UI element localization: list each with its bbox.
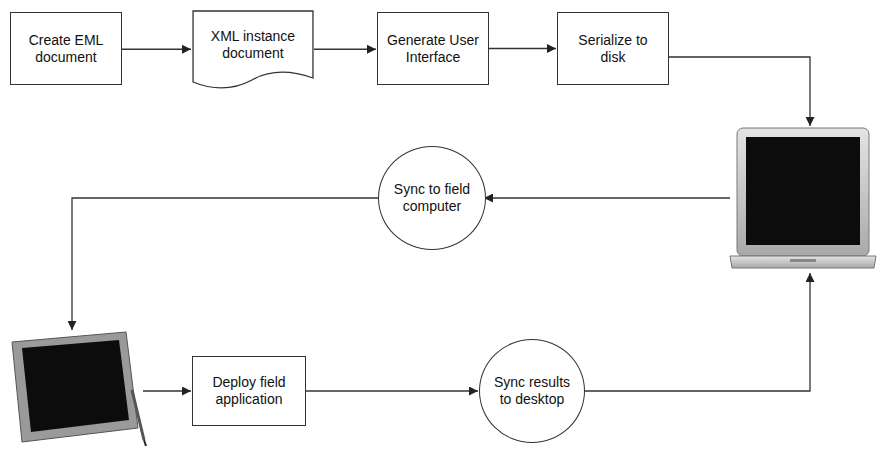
flow-arrow	[489, 48, 556, 49]
node-label: Generate User Interface	[378, 32, 488, 66]
sync-circle: Sync results to desktop	[479, 339, 585, 443]
node-label: Sync to field computer	[379, 181, 485, 215]
node-label: Serialize to disk	[558, 32, 668, 66]
node-label: Sync results to desktop	[480, 374, 584, 408]
process-box: Deploy field application	[192, 356, 306, 426]
node-label: Deploy field application	[193, 374, 305, 408]
laptop-illustration	[730, 128, 876, 268]
process-box: Serialize to disk	[557, 12, 669, 85]
flow-lines	[72, 57, 810, 391]
process-box: Create EML document	[10, 12, 122, 85]
document-shape: XML instance document	[192, 10, 314, 90]
tablet-illustration	[12, 332, 146, 446]
node-label: XML instance document	[192, 28, 314, 62]
node-label: Create EML document	[11, 32, 121, 66]
process-box: Generate User Interface	[377, 12, 489, 85]
sync-circle: Sync to field computer	[378, 146, 486, 250]
flow-arrow	[122, 49, 191, 50]
flow-arrow	[314, 49, 376, 50]
